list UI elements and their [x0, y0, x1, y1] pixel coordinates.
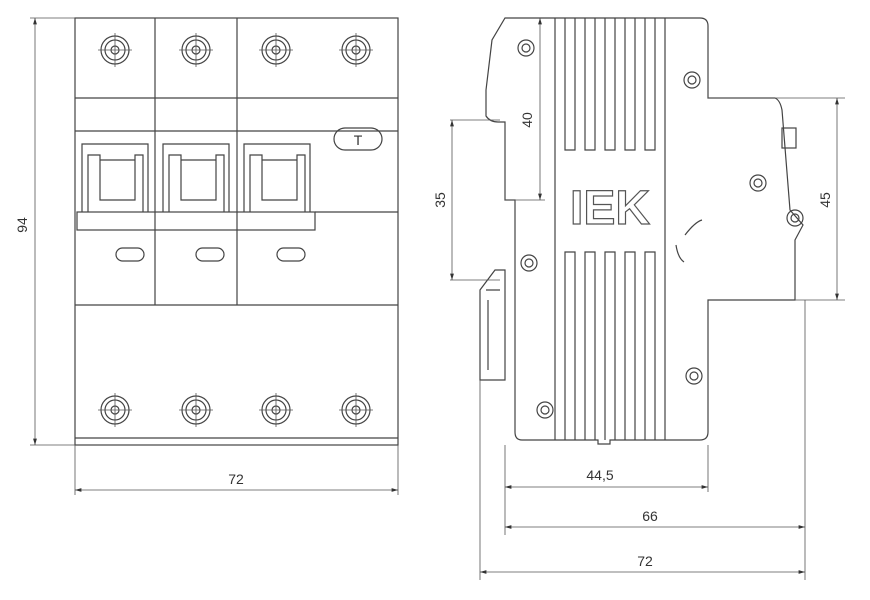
din-clip	[479, 269, 506, 381]
test-button	[333, 127, 383, 151]
dim-72-label: 72	[637, 553, 653, 569]
side-view: IEK 40 35 45 44,5 66 72	[432, 17, 845, 580]
width-label: 72	[228, 471, 244, 487]
dim-45-label: 45	[817, 192, 833, 208]
dim-66-label: 66	[642, 508, 658, 524]
height-label: 94	[14, 217, 30, 233]
dim-35-label: 35	[432, 192, 448, 208]
indicator-window	[276, 247, 306, 262]
handles	[76, 143, 316, 231]
dim-40-label: 40	[519, 112, 535, 128]
indicator-window	[115, 247, 145, 262]
top-terminals	[97, 32, 374, 68]
indicator-window	[195, 247, 225, 262]
iek-logo: IEK	[570, 182, 650, 235]
bottom-terminals	[97, 392, 374, 428]
front-view: T 94 72	[14, 17, 399, 495]
test-button-label: T	[354, 132, 363, 148]
cooling-fins	[564, 18, 656, 440]
dim-44-5-label: 44,5	[586, 467, 613, 483]
